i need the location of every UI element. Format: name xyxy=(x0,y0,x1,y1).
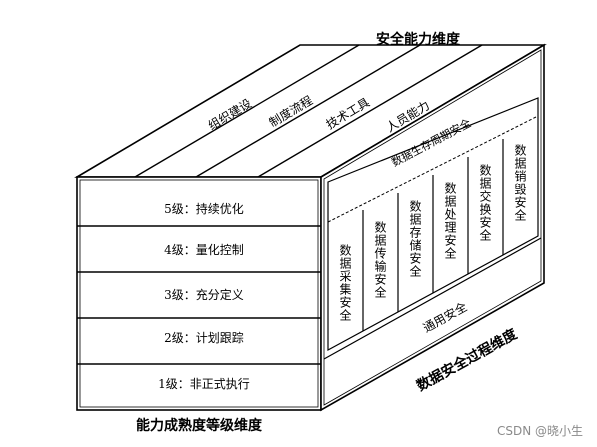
front-face-inner xyxy=(79,179,319,408)
stage-label: 数据传输安全 xyxy=(373,220,387,299)
left-bottom-title: 能力成熟度等级维度 xyxy=(136,417,263,434)
side-face-inner xyxy=(323,49,542,406)
top-face-divider xyxy=(257,44,483,178)
watermark: CSDN @晓小生 xyxy=(496,424,583,438)
front-face: 5级：持续优化 4级：量化控制 3级：充分定义 2级：计划跟踪 1级：非正式执行 xyxy=(76,176,322,411)
lifecycle-dashed-line xyxy=(327,115,539,223)
stage-label: 数据存储安全 xyxy=(408,199,422,278)
top-face-divider xyxy=(134,44,360,178)
stage-label: 数据交换安全 xyxy=(478,163,492,242)
level-label: 2级：计划跟踪 xyxy=(164,331,244,345)
level-label: 1级：非正式执行 xyxy=(158,377,250,391)
top-title: 安全能力维度 xyxy=(376,31,461,48)
level-label: 4级：量化控制 xyxy=(164,243,244,257)
level-label: 5级：持续优化 xyxy=(164,201,244,216)
general-divider xyxy=(323,237,542,360)
side-face: 数据生存周期安全 数据采集安全 数据传输安全 数据存储安全 数据处理安全 数据交… xyxy=(320,43,545,412)
front-face-outline xyxy=(76,176,322,411)
lifecycle-panel xyxy=(327,97,539,352)
level-label: 3级：充分定义 xyxy=(164,287,244,302)
stage-label: 数据处理安全 xyxy=(443,181,457,260)
stage-label: 数据采集安全 xyxy=(338,243,352,322)
stage-label: 数据销毁安全 xyxy=(513,143,527,222)
top-face-divider xyxy=(195,44,421,178)
